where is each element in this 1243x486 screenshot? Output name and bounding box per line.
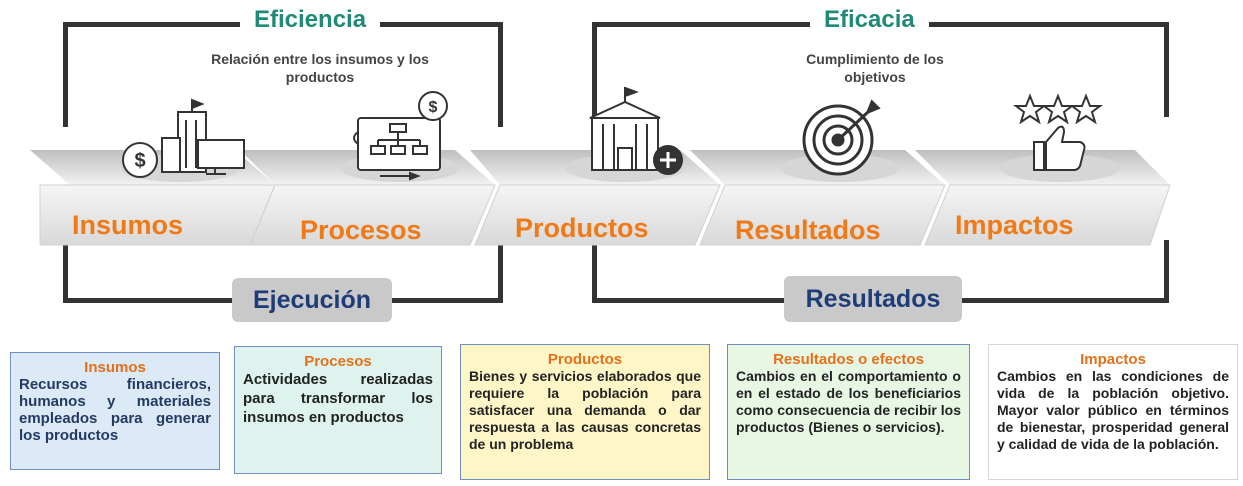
box-title: Insumos	[84, 359, 146, 376]
resultados-pill: Resultados	[784, 276, 962, 322]
description-box-productos: Productos Bienes y servicios elaborados …	[460, 344, 710, 480]
thumbs-up-stars-icon	[1013, 93, 1103, 171]
step-label-insumos: Insumos	[72, 210, 184, 240]
svg-text:$: $	[134, 150, 145, 172]
school-building-icon	[589, 86, 683, 175]
box-body: Cambios en el comportamiento o en el est…	[736, 368, 961, 435]
eficiencia-description: Relación entre los insumos y los product…	[211, 51, 429, 85]
description-box-resultados: Resultados o efectos Cambios en el compo…	[727, 344, 970, 480]
box-body: Cambios en las condiciones de vida de la…	[997, 368, 1229, 452]
ejecucion-pill: Ejecución	[232, 278, 392, 322]
box-title: Productos	[547, 351, 623, 368]
box-title: Resultados o efectos	[773, 351, 924, 368]
description-box-impactos: Impactos Cambios en las condiciones de v…	[988, 344, 1238, 480]
box-body: Actividades realizadas para transformar …	[243, 371, 433, 426]
svg-text:$: $	[429, 99, 438, 116]
eficiencia-title: Eficiencia	[240, 6, 381, 34]
box-title: Procesos	[304, 353, 372, 370]
box-body: Recursos financieros, humanos y material…	[19, 376, 211, 444]
eficacia-description: Cumplimiento de los objetivos	[806, 51, 944, 85]
step-label-resultados: Resultados	[735, 215, 881, 245]
eficacia-title: Eficacia	[810, 6, 929, 34]
target-icon	[802, 99, 881, 176]
box-body: Bienes y servicios elaborados que requie…	[469, 368, 701, 452]
step-label-impactos: Impactos	[955, 210, 1074, 240]
step-label-procesos: Procesos	[300, 215, 422, 245]
box-title: Impactos	[1080, 351, 1146, 368]
step-label-productos: Productos	[515, 213, 649, 243]
description-box-procesos: Procesos Actividades realizadas para tra…	[234, 346, 442, 474]
flowchart-board-icon: $	[353, 91, 448, 181]
money-building-icon: $	[122, 98, 245, 178]
description-box-insumos: Insumos Recursos financieros, humanos y …	[10, 352, 220, 470]
